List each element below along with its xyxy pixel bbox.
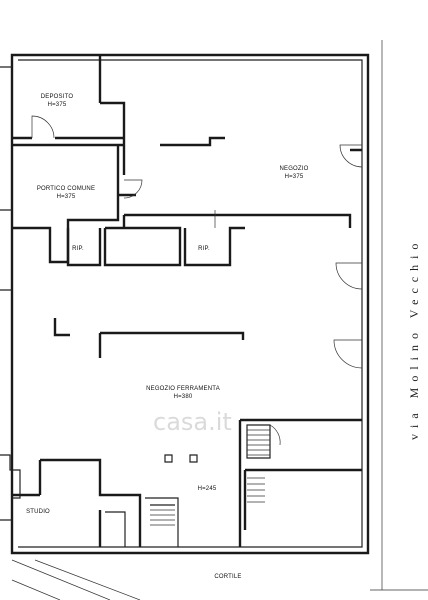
rear-walls: [238, 418, 362, 547]
rip-left-walls: [66, 226, 182, 267]
bath-walls: [105, 497, 179, 547]
label-rip-right: RIP.: [198, 246, 210, 252]
left-jog-upper: [0, 66, 12, 291]
l-column: [53, 318, 70, 337]
studio-walls: [12, 458, 142, 547]
negozio-walls: [122, 148, 362, 228]
rip-right-walls: [183, 226, 245, 267]
label-studio: STUDIO: [26, 509, 50, 515]
label-cortile: CORTILE: [214, 574, 241, 580]
left-jog-lower: [0, 454, 21, 521]
interior-partition: [98, 331, 245, 358]
label-ferramenta-height: H=380: [174, 394, 193, 400]
watermark: casa.it: [153, 408, 232, 436]
street-edge: [370, 40, 428, 591]
rear-stair-steps: [247, 477, 265, 503]
stair-steps: [247, 429, 270, 456]
label-street: via Molino Vecchio: [407, 238, 421, 440]
portico-walls: [12, 136, 225, 264]
bath-stair: [150, 509, 175, 526]
deposito-door-arc: [31, 115, 55, 139]
label-ferramenta: NEGOZIO FERRAMENTA: [146, 386, 220, 392]
courtyard-lines: [11, 559, 141, 600]
label-portico: PORTICO COMUNE: [37, 186, 95, 192]
portico-door-arc: [123, 179, 143, 199]
label-deposito-height: H=375: [48, 102, 67, 108]
stair-block: [246, 424, 271, 459]
right-door-arc-1: [335, 262, 363, 290]
label-portico-height: H=375: [57, 194, 76, 200]
label-negozio: NEGOZIO: [279, 166, 308, 172]
negozio-door-arc-top: [339, 144, 363, 168]
deposito-walls: [12, 55, 126, 175]
label-negozio-height: H=375: [285, 174, 304, 180]
small-square-1: [164, 454, 173, 463]
label-deposito: DEPOSITO: [41, 94, 74, 100]
outer-wall-inner-line: [18, 59, 363, 548]
right-door-arc-2: [333, 339, 363, 369]
label-rip-left: RIP.: [72, 246, 84, 252]
label-h245: H=245: [198, 486, 217, 492]
rear-door-line: [269, 424, 281, 446]
small-square-2: [189, 454, 198, 463]
outer-wall: [10, 53, 370, 555]
